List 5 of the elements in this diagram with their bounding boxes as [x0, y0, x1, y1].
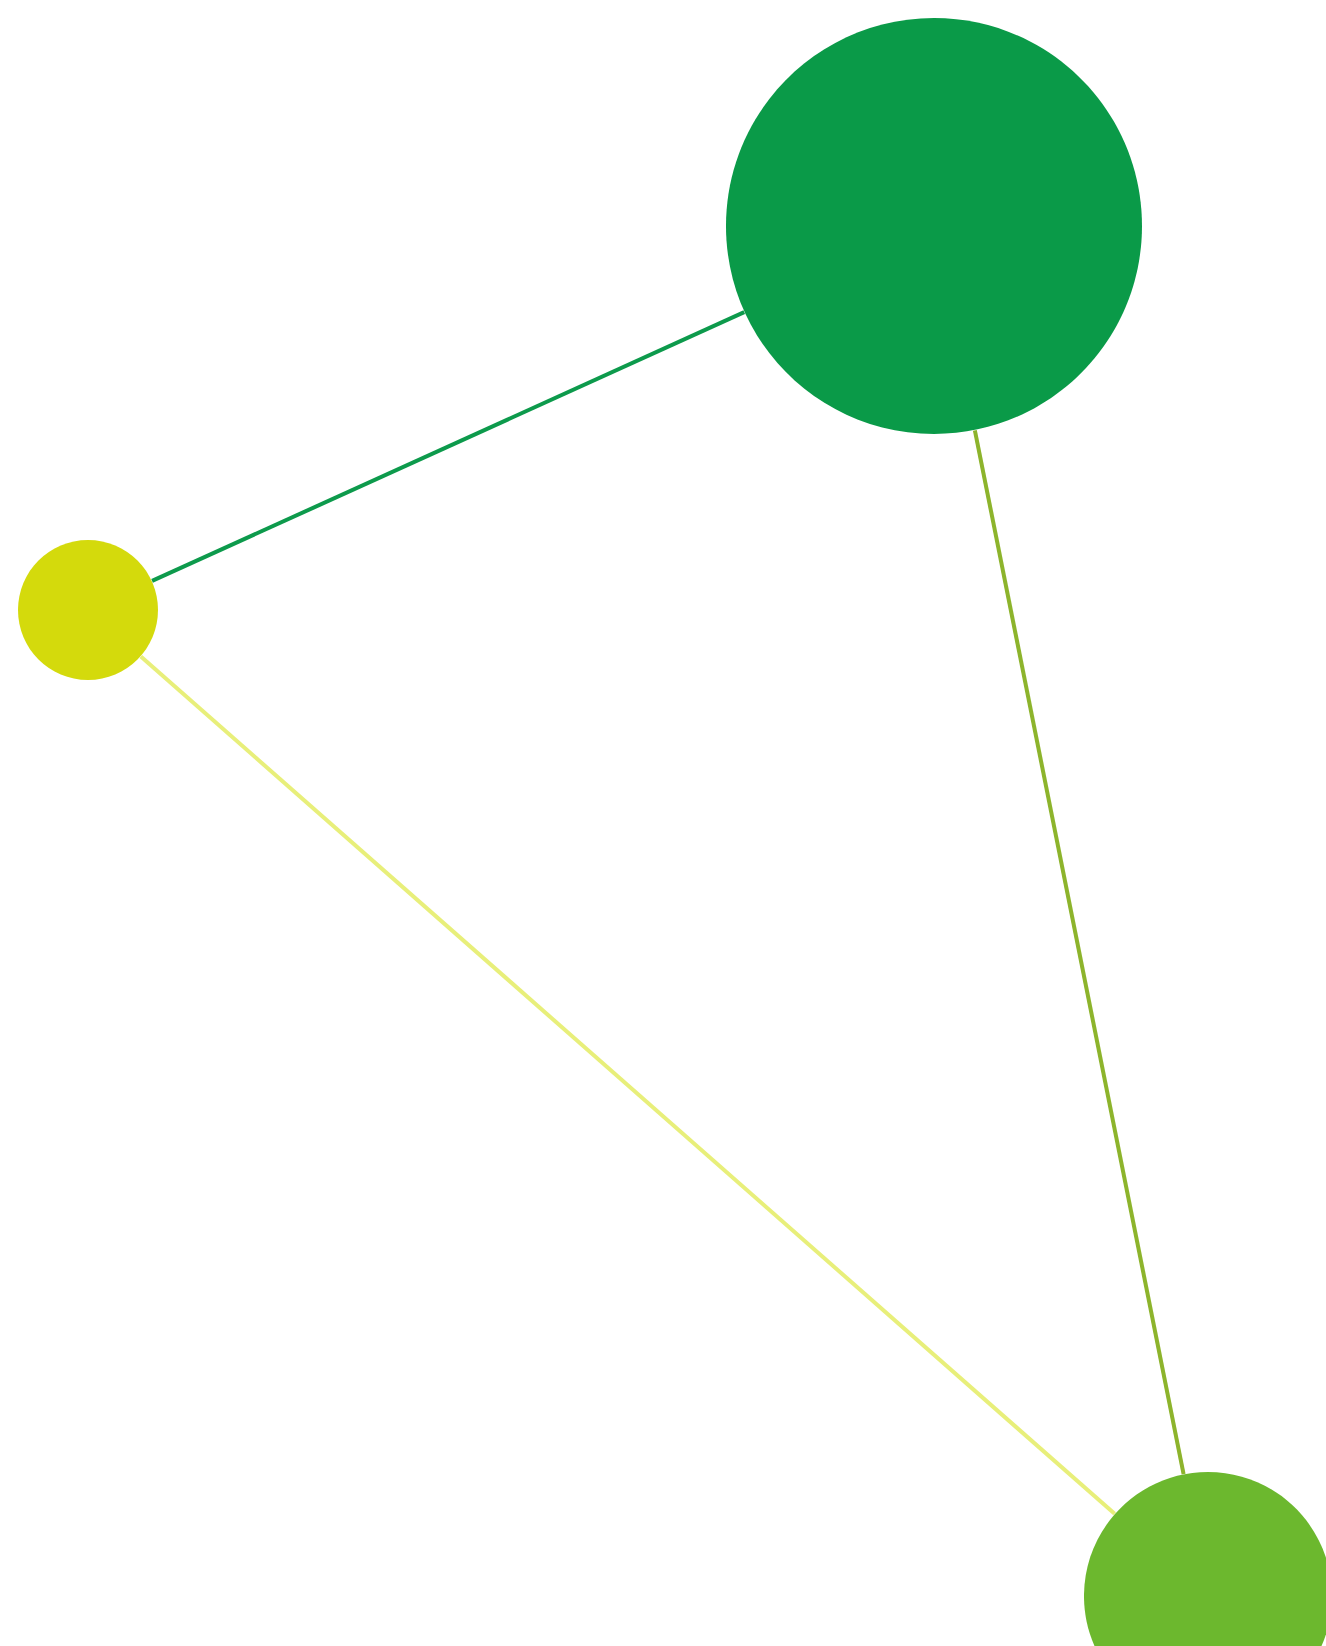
circle-node: [726, 18, 1142, 434]
connector-line: [972, 429, 1186, 1475]
connector-line: [151, 310, 746, 583]
connector-line: [139, 655, 1116, 1516]
circle-node: [18, 540, 158, 680]
